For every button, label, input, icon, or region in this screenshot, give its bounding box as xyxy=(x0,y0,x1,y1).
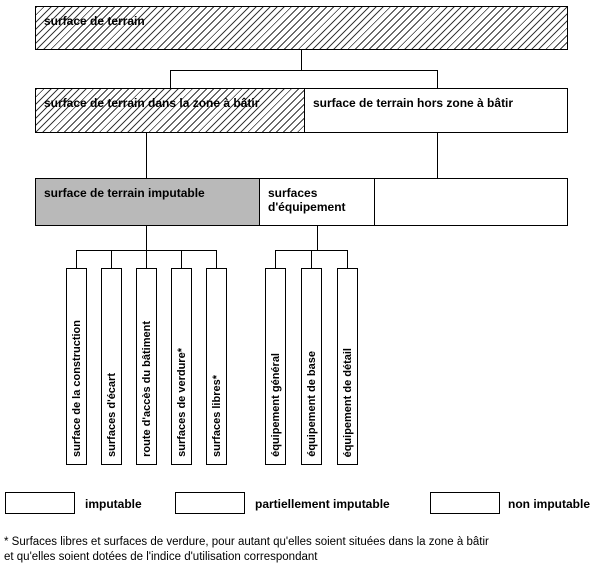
leaf-surface-construction: surface de la construction xyxy=(66,268,87,465)
connector-line xyxy=(111,250,112,268)
node-terrain-imputable-label: surface de terrain imputable xyxy=(44,186,205,200)
node-empty-non-imputable xyxy=(374,178,568,226)
node-surfaces-equipement: surfaces d'équipement xyxy=(259,178,375,226)
leaf-surfaces-verdure-label: surfaces de verdure* xyxy=(175,348,188,457)
footnote-line-1: * Surfaces libres et surfaces de verdure… xyxy=(4,536,489,548)
leaf-equipement-general-label: équipement général xyxy=(269,353,282,457)
legend-swatch-partiellement-imputable xyxy=(175,492,245,514)
connector-line xyxy=(170,70,171,88)
node-surface-terrain: surface de terrain xyxy=(35,6,568,50)
connector-line xyxy=(437,133,438,178)
leaf-route-acces-batiment: route d'accès du bâtiment xyxy=(136,268,157,465)
connector-line xyxy=(76,250,217,251)
connector-line xyxy=(311,250,312,268)
node-surface-terrain-label: surface de terrain xyxy=(44,14,145,28)
legend-swatch-non-imputable xyxy=(430,492,500,514)
node-terrain-imputable: surface de terrain imputable xyxy=(35,178,260,226)
legend-label-non-imputable: non imputable xyxy=(508,497,590,511)
connector-line xyxy=(76,250,77,268)
legend-swatch-imputable xyxy=(5,492,75,514)
connector-line xyxy=(275,250,276,268)
connector-line xyxy=(301,50,302,70)
connector-line xyxy=(347,250,348,268)
connector-line xyxy=(146,226,147,268)
connector-line xyxy=(437,70,438,88)
leaf-surfaces-libres-label: surfaces libres* xyxy=(210,375,223,457)
connector-line xyxy=(170,70,438,71)
leaf-equipement-base: équipement de base xyxy=(301,268,322,465)
legend-label-partiellement-imputable: partiellement imputable xyxy=(255,497,390,511)
leaf-equipement-detail: équipement de détail xyxy=(337,268,358,465)
connector-line xyxy=(317,226,318,250)
leaf-surfaces-verdure: surfaces de verdure* xyxy=(171,268,192,465)
node-zone-a-batir: surface de terrain dans la zone à bâtir xyxy=(35,88,305,133)
footnote: * Surfaces libres et surfaces de verdure… xyxy=(4,535,602,565)
leaf-surface-construction-label: surface de la construction xyxy=(70,320,83,457)
leaf-surfaces-libres: surfaces libres* xyxy=(206,268,227,465)
connector-line xyxy=(216,250,217,268)
connector-line xyxy=(181,250,182,268)
leaf-route-acces-batiment-label: route d'accès du bâtiment xyxy=(140,321,153,457)
node-hors-zone-a-batir-label: surface de terrain hors zone à bâtir xyxy=(313,96,514,110)
leaf-surfaces-ecart: surfaces d'écart xyxy=(101,268,122,465)
footnote-line-2: et qu'elles soient dotées de l'indice d'… xyxy=(4,551,318,563)
node-zone-a-batir-label: surface de terrain dans la zone à bâtir xyxy=(44,96,260,110)
leaf-equipement-base-label: équipement de base xyxy=(305,351,318,457)
leaf-surfaces-ecart-label: surfaces d'écart xyxy=(105,373,118,457)
leaf-equipement-general: équipement général xyxy=(265,268,286,465)
connector-line xyxy=(146,133,147,178)
node-hors-zone-a-batir: surface de terrain hors zone à bâtir xyxy=(304,88,568,133)
legend-label-imputable: imputable xyxy=(85,497,142,511)
leaf-equipement-detail-label: équipement de détail xyxy=(341,347,354,457)
node-surfaces-equipement-label: surfaces d'équipement xyxy=(268,186,346,214)
